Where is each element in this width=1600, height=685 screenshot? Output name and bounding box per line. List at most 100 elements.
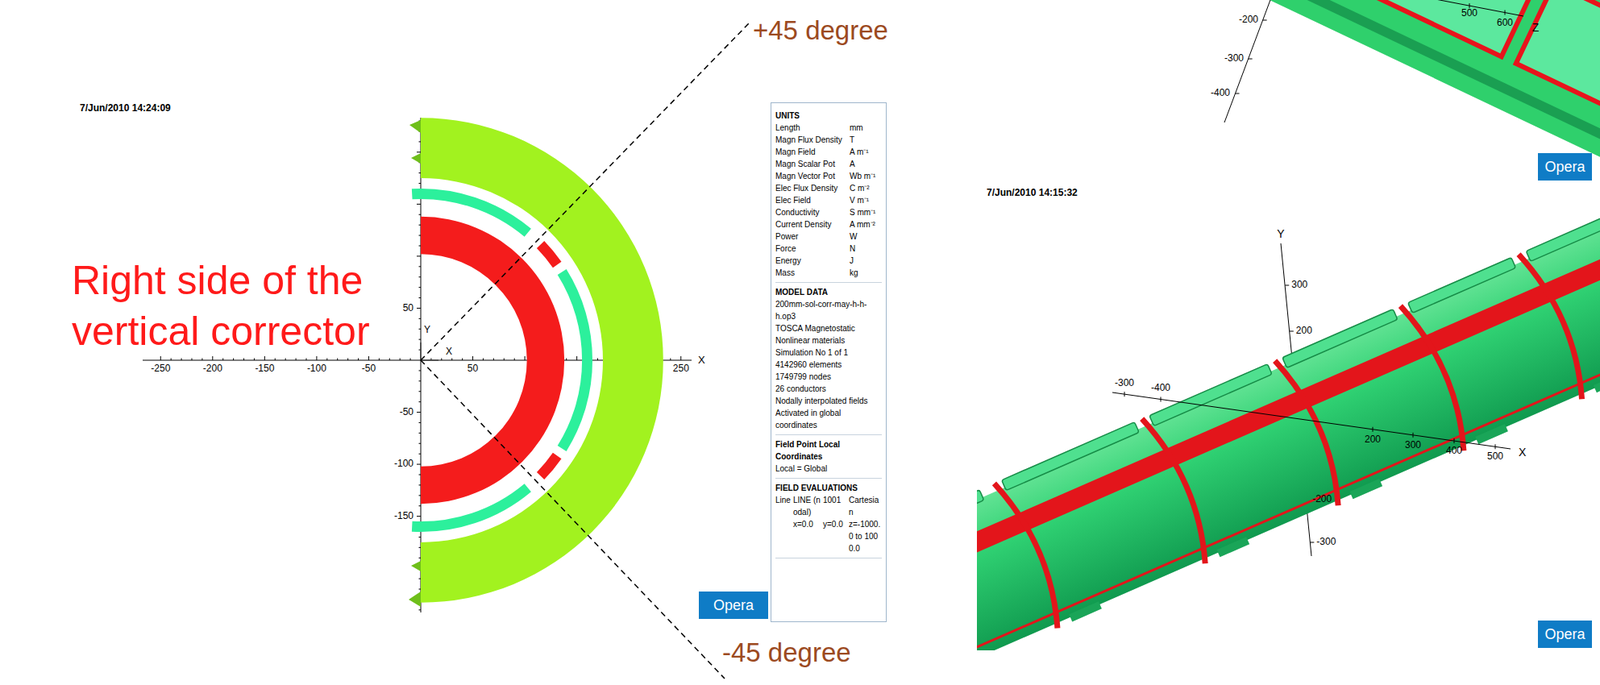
x-tick: [243, 358, 245, 362]
y-tick: [419, 453, 422, 455]
x-tick: [565, 358, 567, 362]
coil-3d-view-top: [1211, 0, 1600, 162]
table-cell: Line: [775, 494, 794, 519]
model-data-line: 26 conductors: [775, 382, 827, 395]
y-tick: [419, 141, 422, 142]
x-tick: [170, 358, 172, 362]
panel-separator: [775, 477, 882, 479]
panel-row: Magn Vector PotWb m⁻¹: [775, 170, 882, 183]
y-tick: [419, 401, 422, 403]
y-tick: [419, 390, 422, 392]
section-axes: [142, 117, 692, 613]
solenoid-3d-view: [976, 201, 1600, 651]
unit-quantity: Current Density: [775, 218, 850, 231]
unit-quantity: Length: [775, 121, 850, 134]
x-tick: [503, 358, 505, 362]
axis-tick-label: -300: [1114, 378, 1135, 390]
panel-row: EnergyJ: [775, 254, 882, 267]
panel-table-row: LineLINE (nodal)1001Cartesian: [775, 494, 882, 519]
unit-value: J: [849, 254, 882, 267]
axis-name: X: [698, 354, 706, 367]
axis-tick-label: 300: [1291, 279, 1308, 291]
x-tick: [232, 358, 234, 362]
x-tick: [222, 358, 224, 362]
axis-tick-label: 500: [1487, 451, 1504, 463]
solenoid-cylinder: [976, 201, 1600, 651]
plus-45-line: [420, 22, 750, 361]
x-tick: [389, 358, 391, 362]
x-tick: [1160, 397, 1162, 403]
section-heading: FIELD EVALUATIONS: [775, 482, 858, 495]
unit-value: A mm⁻²: [849, 218, 882, 231]
coil-window: [1334, 0, 1540, 57]
unit-value: A: [849, 157, 882, 171]
vertical-tick: [1263, 20, 1268, 21]
axis-tick-label: -200: [203, 363, 223, 375]
x-tick: [368, 356, 370, 361]
panel-row: 200mm-sol-corr-may-h-h-h.op3: [775, 298, 882, 323]
panel-row: Simulation No 1 of 1: [775, 346, 882, 359]
coil-end-segment: [536, 452, 562, 480]
axis-tick-label: 400: [1446, 445, 1463, 458]
y-tick: [419, 557, 422, 559]
unit-value: T: [849, 133, 882, 146]
x-tick: [326, 358, 328, 362]
annotation: Right side of the vertical corrector: [71, 255, 419, 357]
panel-row: Nonlinear materials: [775, 334, 882, 347]
model-data-line: Activated in global coordinates: [775, 407, 882, 432]
axis-tick-label: -300: [1224, 53, 1244, 65]
panel-row: Nodally interpolated fields: [775, 394, 882, 408]
y-tick: [419, 235, 422, 237]
x-tick: [1372, 427, 1374, 433]
collar-segment: [1149, 364, 1272, 427]
model-data-line: 1749799 nodes: [775, 370, 832, 383]
solenoid-strip: [1217, 0, 1600, 162]
x-tick: [357, 358, 359, 362]
y-tick: [419, 432, 422, 434]
logo-text: Opera: [1544, 158, 1585, 176]
y-tick: [1309, 542, 1314, 544]
y-tick: [416, 307, 421, 309]
panel-row: Magn FieldA m⁻¹: [775, 145, 882, 158]
panel-row: Activated in global coordinates: [775, 407, 882, 432]
yoke-notch: [411, 561, 421, 572]
yoke-notch: [409, 120, 421, 133]
y-tick: [419, 505, 422, 507]
unit-value: kg: [849, 266, 882, 279]
collar-segment: [1525, 208, 1600, 262]
y-tick: [419, 245, 422, 246]
x-tick: [211, 356, 213, 361]
axis-name: X: [1518, 445, 1526, 459]
axis-tick-label: -100: [307, 363, 327, 375]
vertical-axis-line: [1224, 0, 1271, 123]
axis-tick-label: 250: [673, 363, 690, 375]
axis-tick-label: 50: [467, 363, 478, 375]
x-tick: [378, 358, 380, 362]
coil-ring: [1275, 355, 1351, 506]
x-tick: [1454, 438, 1455, 444]
top-view-axes: [1224, 0, 1524, 123]
unit-value: V m⁻¹: [849, 194, 882, 207]
x-tick: [253, 358, 255, 362]
panel-row: Lengthmm: [775, 121, 882, 134]
collar-tab: [1068, 601, 1102, 622]
vertical-tick: [1248, 58, 1253, 60]
unit-value: mm: [849, 121, 882, 134]
panel-row: FIELD EVALUATIONS: [775, 482, 882, 495]
unit-quantity: Energy: [775, 254, 850, 267]
table-cell: Cartesian: [848, 494, 882, 519]
x-tick: [191, 358, 192, 362]
model-data-line: TOSCA Magnetostatic: [775, 322, 856, 335]
local-y-triad: [419, 342, 422, 361]
panel-row: ConductivityS mm⁻¹: [775, 206, 882, 219]
y-tick: [419, 578, 422, 580]
x-tick: [305, 358, 307, 362]
axis-tick-label: 300: [1404, 440, 1422, 452]
table-gap: [775, 518, 794, 555]
model-data-line: Local = Global: [775, 462, 828, 475]
unit-quantity: Magn Scalar Pot: [775, 157, 850, 171]
axis-name: Z: [1532, 20, 1540, 34]
x-tick: [524, 356, 526, 361]
coil-stripe: [976, 307, 1600, 651]
iron-yoke: [420, 117, 664, 603]
